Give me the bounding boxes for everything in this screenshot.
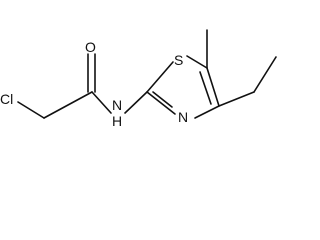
chemical-structure: Cl O N H S N xyxy=(0,29,277,128)
bonds xyxy=(17,29,277,119)
bond-c4-ethyl-ch2 xyxy=(218,91,255,107)
bond-c2-s xyxy=(146,61,174,93)
bond-ethyl-ch3 xyxy=(253,56,277,93)
atom-amide-hydrogen: H xyxy=(112,113,122,128)
bond-c5-c4-1 xyxy=(206,67,220,107)
bond-ch2-carbonyl xyxy=(43,91,93,119)
bond-ring-n-c2-1 xyxy=(146,91,176,115)
bond-carbonyl-nh xyxy=(91,91,112,114)
bond-ring-n-c2-2 xyxy=(152,91,173,108)
atom-amide-nitrogen: N xyxy=(112,97,122,113)
bond-c4-ring-n xyxy=(194,105,220,119)
atom-oxygen: O xyxy=(85,39,96,55)
bond-cl-ch2 xyxy=(17,101,45,119)
bond-s-c5 xyxy=(186,55,208,69)
atom-ring-nitrogen: N xyxy=(178,109,188,125)
atom-labels: Cl O N H S N xyxy=(0,39,188,128)
bond-c5-c4-2 xyxy=(199,71,212,105)
atom-ring-sulfur: S xyxy=(174,52,183,68)
bond-nh-thiazole-c2 xyxy=(124,91,148,114)
atom-chlorine: Cl xyxy=(0,91,13,107)
